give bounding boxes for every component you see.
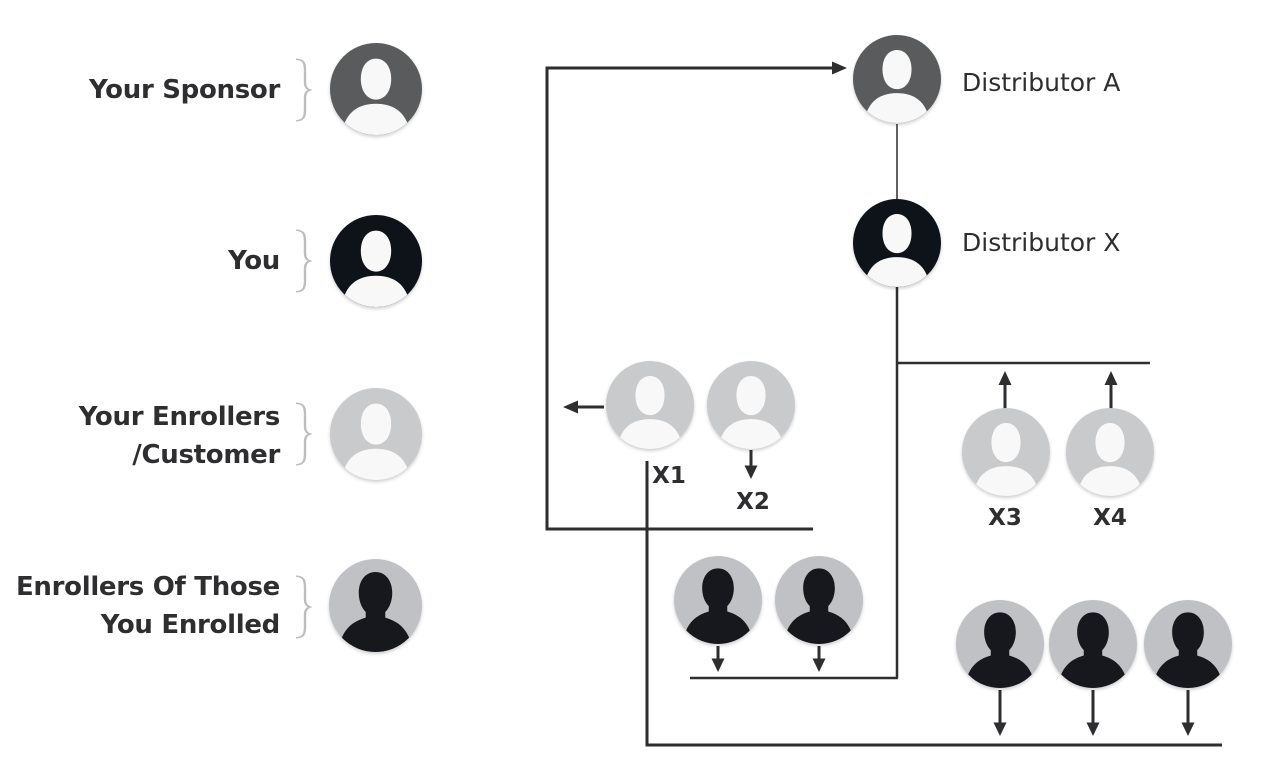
- arrowhead-enrollee3-down: [993, 722, 1007, 736]
- line-loop-to-distributor-a: [545, 66, 833, 529]
- legend-label-line: You Enrolled: [100, 610, 281, 640]
- brace-icon: [295, 229, 312, 293]
- arrowhead-x2-down: [744, 465, 758, 479]
- x3-label: X3: [988, 505, 1022, 531]
- x1-label: X1: [652, 463, 686, 489]
- person-icon: [707, 361, 795, 449]
- arrowhead-x4-up: [1104, 371, 1118, 385]
- avatar-x4: [1066, 408, 1154, 496]
- legend-label-your-sponsor: Your Sponsor: [89, 71, 280, 109]
- arrowhead-to-distributor-a: [832, 61, 847, 75]
- avatar-x3: [962, 408, 1050, 496]
- legend-label-line: Your Sponsor: [89, 75, 280, 105]
- person-icon: [853, 199, 941, 287]
- x4-label: X4: [1093, 505, 1127, 531]
- person-icon: [853, 35, 941, 123]
- person-icon: [330, 388, 422, 480]
- avatar-enrollee-1: [674, 556, 762, 644]
- avatar-enrollee-5: [1144, 600, 1232, 688]
- person-silhouette-icon: [956, 600, 1044, 688]
- avatar-enrollee-4: [1049, 600, 1137, 688]
- arrowhead-x1-left: [563, 400, 578, 414]
- person-icon: [330, 43, 422, 135]
- brace-icon: [295, 575, 312, 639]
- arrowhead-enrollee4-down: [1086, 722, 1100, 736]
- avatar-enrollee-3: [956, 600, 1044, 688]
- legend-avatar-customer: [330, 388, 422, 480]
- legend-label-enrollers-of-those: Enrollers Of Those You Enrolled: [16, 568, 280, 644]
- person-icon: [1066, 408, 1154, 496]
- person-silhouette-icon: [1144, 600, 1232, 688]
- avatar-x2: [707, 361, 795, 449]
- person-silhouette-icon: [775, 556, 863, 644]
- person-icon: [606, 361, 694, 449]
- legend-label-line: Your Enrollers: [78, 402, 281, 432]
- person-icon: [330, 215, 422, 307]
- x2-label: X2: [736, 489, 770, 515]
- arrowhead-enrollee5-down: [1181, 722, 1195, 736]
- distributor-x-label: Distributor X: [962, 228, 1121, 257]
- arrowhead-enrollee2-down: [812, 658, 826, 672]
- brace-icon: [295, 58, 312, 122]
- distributor-a-label: Distributor A: [962, 68, 1121, 97]
- legend-avatar-sponsor: [330, 43, 422, 135]
- legend-avatar-you: [330, 215, 422, 307]
- legend-avatar-enrolled: [329, 559, 422, 652]
- person-silhouette-icon: [329, 559, 422, 652]
- person-silhouette-icon: [1049, 600, 1137, 688]
- legend-label-line: Enrollers Of Those: [15, 572, 280, 602]
- person-silhouette-icon: [674, 556, 762, 644]
- avatar-x1: [606, 361, 694, 449]
- arrowhead-x3-up: [998, 371, 1012, 385]
- legend-label-you: You: [228, 242, 280, 280]
- person-icon: [962, 408, 1050, 496]
- avatar-distributor-x: [853, 199, 941, 287]
- avatar-distributor-a: [853, 35, 941, 123]
- avatar-enrollee-2: [775, 556, 863, 644]
- legend-label-line: /Customer: [132, 440, 280, 470]
- brace-icon: [295, 402, 312, 466]
- legend-label-line: You: [228, 246, 280, 276]
- legend-label-your-enrollers-customer: Your Enrollers /Customer: [78, 398, 281, 474]
- arrowhead-enrollee1-down: [711, 658, 725, 672]
